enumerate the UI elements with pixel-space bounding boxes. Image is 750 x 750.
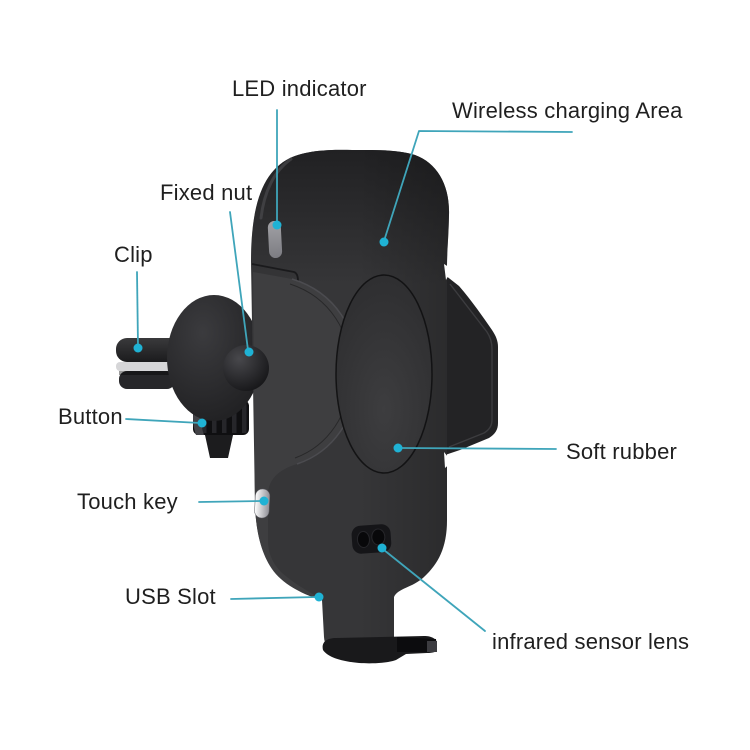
leader-clip [133, 271, 143, 353]
leader-usb-slot [230, 592, 324, 602]
leader-wireless-charging-area [379, 130, 573, 247]
label-led-indicator: LED indicator [232, 76, 367, 101]
leader-lines [125, 109, 573, 632]
edge-highlight [259, 157, 293, 220]
clip-shadow [119, 371, 175, 375]
wing-notch-bottom [444, 452, 452, 468]
label-infrared-sensor-lens: infrared sensor lens [492, 629, 690, 654]
label-soft-rubber: Soft rubber [566, 439, 678, 464]
clip-lower-prong [119, 371, 175, 389]
label-fixed-nut: Fixed nut [160, 180, 253, 205]
label-button: Button [58, 404, 123, 429]
leader-button [125, 418, 207, 428]
bottom-foot [322, 636, 437, 664]
label-wireless-charging-area: Wireless charging Area [452, 98, 683, 123]
led-indicator-light [267, 221, 283, 258]
vent-clip-assembly [116, 295, 261, 458]
leader-soft-rubber [393, 443, 557, 453]
clip-upper-prong [116, 338, 182, 362]
leader-led-indicator [272, 109, 282, 230]
fixed-nut-ball [223, 345, 269, 391]
leader-infrared-sensor-lens [377, 543, 486, 632]
label-touch-key: Touch key [77, 489, 178, 514]
label-clip: Clip [114, 242, 153, 267]
leader-fixed-nut [229, 211, 254, 357]
right-grip-arm [445, 275, 498, 455]
pivot-disc [167, 295, 261, 421]
label-usb-slot: USB Slot [125, 584, 216, 609]
soft-rubber-pad [335, 274, 433, 474]
leader-touch-key [198, 496, 269, 506]
wing-notch-top [444, 264, 452, 280]
clip-slit [116, 362, 174, 371]
